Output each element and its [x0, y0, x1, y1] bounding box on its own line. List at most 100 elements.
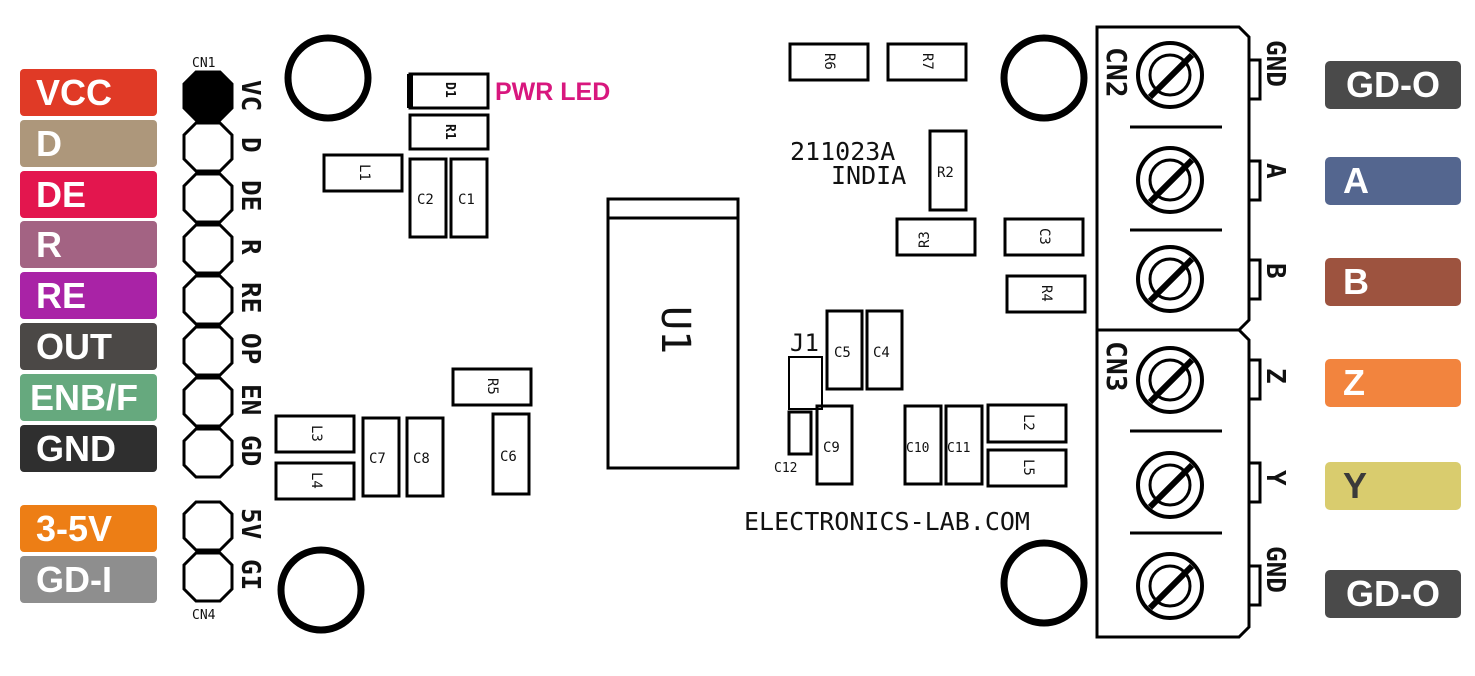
website-label: ELECTRONICS-LAB.COM [744, 507, 1030, 536]
svg-text:R4: R4 [1038, 285, 1054, 302]
r2-resistor: R2 [928, 129, 968, 212]
svg-text:C2: C2 [417, 192, 434, 208]
c1-capacitor: C1 [449, 157, 489, 239]
svg-text:R5: R5 [484, 378, 500, 395]
terminal-label-gd-o-top: GD-O [1325, 61, 1461, 109]
l2-inductor: L2 [986, 403, 1068, 444]
cn2-pin-gnd: GND [1260, 40, 1290, 87]
r6-resistor: R6 [788, 42, 870, 82]
svg-text:L5: L5 [1020, 459, 1036, 476]
c9-capacitor: C9 [815, 404, 854, 486]
svg-text:R6: R6 [821, 53, 837, 70]
cn2-pin-a: A [1260, 163, 1290, 179]
pin-label-de: DE [20, 171, 157, 218]
cn1-pin-de: DE [235, 180, 265, 211]
c12-label: C12 [774, 461, 797, 476]
terminal-block-cn3 [1095, 328, 1262, 639]
svg-text:L4: L4 [308, 472, 324, 489]
terminal-screw-b [1136, 245, 1204, 313]
terminal-block-cn2 [1095, 25, 1262, 332]
cn2-label: CN2 [1100, 47, 1133, 98]
pin-label-r: R [20, 221, 157, 268]
cn4-pin-gi: GI [235, 559, 265, 590]
svg-text:C6: C6 [500, 449, 517, 465]
pin-label-gnd: GND [20, 425, 157, 472]
mounting-hole-bottom-left [277, 546, 365, 634]
terminal-screw-a [1136, 146, 1204, 214]
c6-capacitor: C6 [491, 412, 531, 496]
svg-text:R2: R2 [937, 165, 954, 181]
terminal-label-a: A [1325, 157, 1461, 205]
l5-inductor: L5 [986, 448, 1068, 488]
cn3-pin-y: Y [1260, 470, 1290, 486]
cn4-pin-5v: 5V [235, 508, 265, 539]
svg-text:L1: L1 [356, 164, 372, 181]
d1-led: D1 [407, 72, 490, 110]
terminal-label-gd-o-bottom: GD-O [1325, 570, 1461, 618]
cn3-label: CN3 [1100, 341, 1133, 392]
cn4-header [182, 500, 234, 603]
cn1-pin-re: RE [235, 282, 265, 313]
c11-capacitor: C11 [944, 404, 984, 486]
terminal-screw-gnd-top [1136, 41, 1204, 109]
svg-text:C5: C5 [834, 345, 851, 361]
svg-text:U1: U1 [652, 306, 698, 354]
svg-text:C3: C3 [1036, 228, 1052, 245]
c3-capacitor: C3 [1003, 217, 1085, 257]
c5-capacitor: C5 [825, 309, 864, 391]
terminal-screw-gnd-bottom [1136, 552, 1204, 620]
cn1-header [182, 70, 234, 479]
svg-text:L2: L2 [1020, 414, 1036, 431]
pin-label-gd-i: GD-I [20, 556, 157, 603]
c7-capacitor: C7 [361, 416, 401, 498]
cn1-pin-gd: GD [235, 435, 265, 466]
pin-label-3-5v: 3-5V [20, 505, 157, 552]
pin-label-out: OUT [20, 323, 157, 370]
svg-text:C9: C9 [823, 440, 840, 456]
c10-capacitor: C10 [903, 404, 943, 486]
u1-chip: U1 [606, 197, 740, 470]
r7-resistor: R7 [886, 42, 968, 82]
pwr-led-label: PWR LED [495, 78, 611, 106]
r4-resistor: R4 [1005, 274, 1087, 314]
l4-inductor: L4 [274, 461, 356, 501]
j1-label: J1 [790, 329, 819, 357]
cn1-label: CN1 [192, 56, 215, 71]
terminal-label-b: B [1325, 258, 1461, 306]
cn1-pin-op: OP [235, 333, 265, 364]
svg-text:R3: R3 [917, 231, 933, 248]
board-code: 211023A [790, 137, 895, 166]
svg-text:L3: L3 [308, 425, 324, 442]
cn1-pin-en: EN [235, 384, 265, 415]
cn1-pin-d: D [235, 137, 265, 153]
terminal-screw-y [1136, 451, 1204, 519]
pin-label-enb-f: ENB/F [20, 374, 157, 421]
cn1-pin-vc: VC [235, 80, 265, 111]
c8-capacitor: C8 [405, 416, 445, 498]
terminal-label-y: Y [1325, 462, 1461, 510]
cn4-label: CN4 [192, 608, 216, 623]
r5-resistor: R5 [451, 367, 533, 407]
j1-jumper [787, 356, 823, 456]
svg-text:C10: C10 [906, 441, 929, 456]
svg-text:C11: C11 [947, 441, 970, 456]
pin-label-d: D [20, 120, 157, 167]
svg-text:R7: R7 [919, 53, 935, 70]
cn3-pin-gnd: GND [1260, 546, 1290, 593]
terminal-screw-z [1136, 346, 1204, 414]
r1-resistor: R1 [408, 113, 490, 151]
svg-text:C4: C4 [873, 345, 890, 361]
terminal-label-z: Z [1325, 359, 1461, 407]
cn3-pin-z: Z [1260, 368, 1290, 384]
svg-text:D1: D1 [442, 82, 457, 98]
cn1-pin-r: R [235, 239, 265, 255]
svg-text:C1: C1 [458, 192, 475, 208]
l3-inductor: L3 [274, 414, 356, 454]
pin-label-vcc: VCC [20, 69, 157, 116]
r3-resistor: R3 [895, 217, 977, 257]
svg-text:C7: C7 [369, 451, 386, 467]
pin-label-re: RE [20, 272, 157, 319]
l1-inductor: L1 [322, 153, 404, 193]
svg-text:R1: R1 [442, 124, 457, 140]
